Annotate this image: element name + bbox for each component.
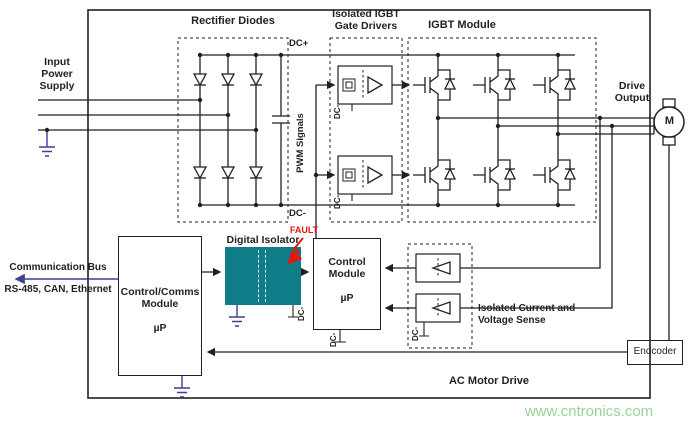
igbt-icon	[412, 144, 456, 206]
fault-label: FAULT	[289, 225, 319, 235]
isolation-barrier-line	[258, 250, 259, 302]
comm-bus-label-line1: Communication Bus	[9, 262, 107, 273]
rectifier-section-title: Rectifier Diodes	[191, 15, 275, 27]
drive-output-label-line2: Output	[614, 92, 650, 104]
encoder-label: Endcoder	[633, 346, 677, 357]
digital-isolator-block	[225, 247, 301, 305]
sense-label-line2: Voltage Sense	[478, 315, 546, 326]
amplifier-icon	[431, 301, 451, 315]
pwm-signals-label: PWM Signals	[295, 113, 306, 173]
sense-dc-ref-label: DC-	[411, 326, 420, 341]
control-module-label-line2: Module	[328, 268, 366, 280]
buffer-triangle-icon	[367, 75, 384, 95]
driver-bottom-dc-ref-label: DC-	[333, 194, 342, 209]
igbt-icon	[532, 54, 576, 116]
igbt-section-title: IGBT Module	[428, 19, 496, 31]
ground-icon	[173, 387, 191, 398]
dc-minus-label: DC-	[289, 208, 306, 219]
gate-driver-bottom	[337, 155, 393, 201]
sense-amp-bottom	[415, 293, 461, 323]
drive-output-lines	[438, 117, 655, 135]
rectifier-diode-icon	[193, 166, 207, 179]
rectifier-dashed-box	[177, 37, 289, 223]
control-dc-ref-label: DC-	[329, 332, 338, 347]
gate-drivers-title-line1: Isolated IGBT	[332, 8, 400, 20]
ground-icon	[38, 146, 56, 157]
buffer-triangle-icon	[367, 165, 384, 185]
comms-module-label-line1: Control/Comms	[120, 286, 200, 298]
diagram-title: AC Motor Drive	[448, 375, 530, 387]
amplifier-icon	[431, 261, 451, 275]
driver-top-dc-ref-label: DC-	[333, 104, 342, 119]
isolator-dc-ref-label: DC-	[297, 306, 306, 321]
watermark: www.cntronics.com	[524, 403, 654, 420]
control-module-mcu-label: µP	[340, 292, 354, 304]
control-module-label-line1: Control	[328, 256, 366, 268]
dc-plus-label: DC+	[289, 38, 309, 49]
igbt-icon	[472, 54, 516, 116]
igbt-icon	[412, 54, 456, 116]
rectifier-diode-icon	[249, 73, 263, 86]
rectifier-section	[177, 37, 289, 223]
gate-driver-top	[337, 65, 393, 111]
comm-bus-label-line2: RS-485, CAN, Ethernet	[4, 284, 112, 295]
digital-isolator-title: Digital Isolator	[226, 234, 300, 246]
ground-icon	[228, 316, 246, 327]
capacitor-icon	[272, 55, 290, 205]
isolation-barrier-line	[265, 250, 266, 302]
input-label-line1: Input	[44, 56, 70, 68]
comms-module-mcu-label: µP	[153, 322, 167, 334]
igbt-module-section	[407, 37, 597, 223]
rectifier-diode-icon	[221, 166, 235, 179]
igbt-icon	[472, 144, 516, 206]
control-module-block	[313, 238, 381, 330]
dc-bus-rails	[200, 54, 575, 206]
rectifier-diode-icon	[221, 73, 235, 86]
sense-amp-top	[415, 253, 461, 283]
igbt-icon	[532, 144, 576, 206]
sense-label-line1: Isolated Current and	[478, 303, 576, 314]
gate-drivers-title-line2: Gate Drivers	[334, 20, 398, 32]
motor-letter: M	[664, 115, 675, 127]
rectifier-diode-icon	[193, 73, 207, 86]
drive-output-label-line1: Drive	[618, 80, 646, 92]
sense-tap-lines	[460, 118, 613, 309]
input-label-line2: Power	[41, 68, 73, 80]
input-label-line3: Supply	[39, 80, 75, 92]
rectifier-diode-icon	[249, 166, 263, 179]
igbt-dashed-box	[407, 37, 597, 223]
comms-module-label-line2: Module	[141, 298, 179, 310]
junction-dots	[44, 52, 615, 208]
input-power-lines	[38, 99, 256, 131]
pwm-signal-lines	[315, 80, 336, 238]
